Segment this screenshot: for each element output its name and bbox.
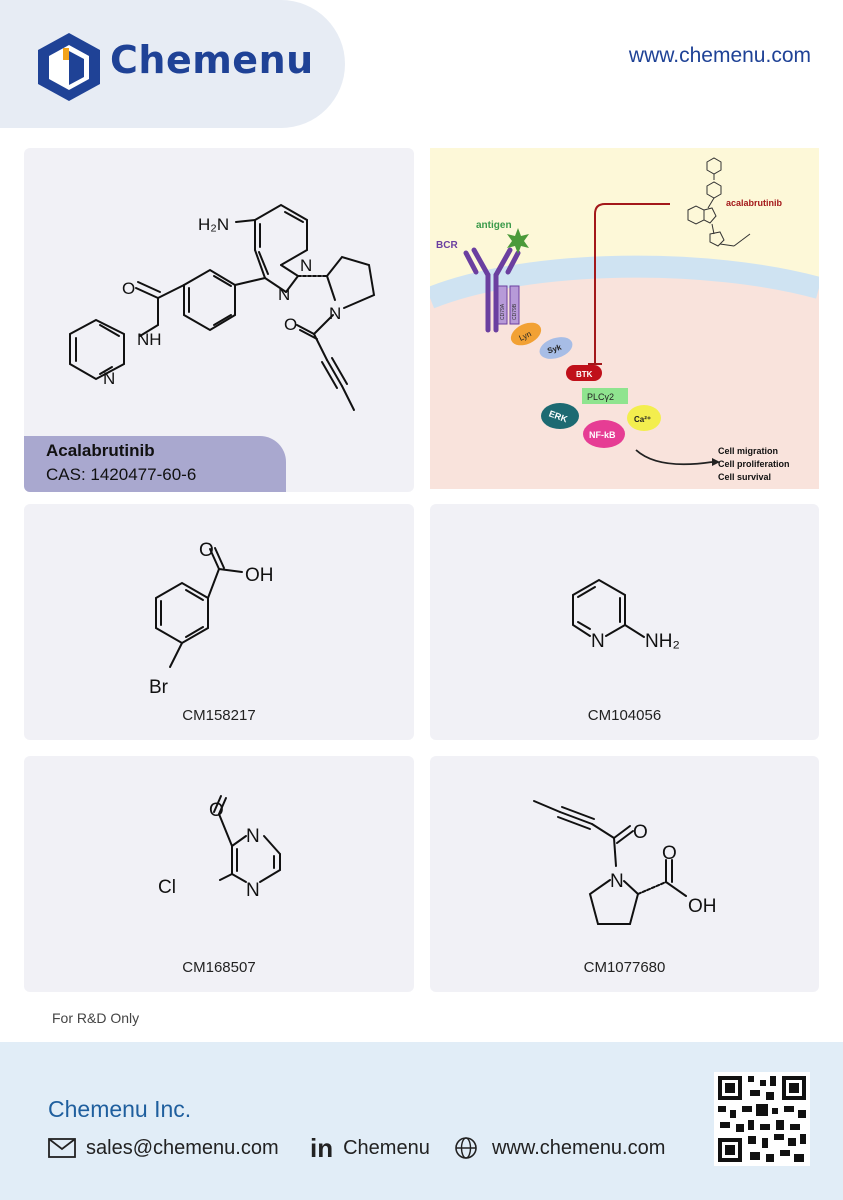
node-ca: Ca²⁺ bbox=[634, 415, 651, 424]
compound-card-cm1077680[interactable]: O N O OH CM1077680 bbox=[430, 756, 819, 992]
amine-label: NH₂ bbox=[645, 631, 680, 652]
compound-code: CM158217 bbox=[182, 707, 256, 724]
oxygen-label: O bbox=[199, 540, 214, 561]
header-website-link[interactable]: www.chemenu.com bbox=[628, 44, 811, 67]
website-contact[interactable]: www.chemenu.com bbox=[454, 1134, 665, 1162]
nitrogen-label: N bbox=[591, 631, 605, 652]
bcr-label: BCR bbox=[436, 240, 458, 251]
compound-name: Acalabrutinib bbox=[46, 441, 155, 460]
cm1077680-structure: O N O OH bbox=[533, 800, 717, 925]
node-nfkb: NF-kB bbox=[589, 430, 616, 440]
email-link[interactable]: sales@chemenu.com bbox=[86, 1136, 279, 1159]
mail-icon bbox=[48, 1138, 76, 1158]
acid-o-label: O bbox=[662, 843, 677, 864]
chemenu-logo-icon bbox=[38, 33, 100, 101]
ring-n-label: N bbox=[300, 256, 312, 275]
footer bbox=[0, 1042, 843, 1200]
cm168507-structure: O N N Cl bbox=[158, 795, 281, 901]
pyridine-n-label: N bbox=[103, 369, 115, 388]
company-name: Chemenu Inc. bbox=[48, 1096, 192, 1122]
linkedin-contact[interactable]: in Chemenu bbox=[310, 1132, 430, 1163]
antigen-star-icon bbox=[507, 228, 529, 254]
compound-card-cm168507[interactable]: O N N Cl CM168507 bbox=[24, 756, 414, 992]
compound-card-cm104056[interactable]: N NH₂ CM104056 bbox=[430, 504, 819, 740]
compound-card-cm158217[interactable]: O OH Br CM158217 bbox=[24, 504, 414, 740]
cd79b-label: CD79B bbox=[512, 303, 518, 320]
cm104056-structure: N NH₂ bbox=[572, 578, 680, 652]
amine-label: H₂N bbox=[198, 215, 229, 234]
acalabrutinib-structure: H₂N O NH N N N N O bbox=[69, 203, 376, 411]
acyl-o-label: O bbox=[633, 822, 648, 843]
outcome-1: Cell migration bbox=[718, 446, 778, 456]
nitrogen-2-label: N bbox=[246, 880, 260, 901]
btk-pathway-diagram: CD79A CD79B BCR antigen acalabrutinib Ly… bbox=[430, 148, 819, 489]
mini-structure bbox=[687, 157, 751, 247]
nitrogen-label: N bbox=[610, 871, 624, 892]
compound-cas: CAS: 1420477-60-6 bbox=[46, 465, 197, 484]
bromine-label: Br bbox=[149, 677, 169, 698]
linkedin-link[interactable]: Chemenu bbox=[343, 1136, 430, 1159]
antigen-label: antigen bbox=[476, 220, 512, 231]
chlorine-label: Cl bbox=[158, 877, 176, 898]
footer-website-link[interactable]: www.chemenu.com bbox=[492, 1136, 666, 1159]
compound-code: CM1077680 bbox=[583, 959, 666, 976]
cd79a-label: CD79A bbox=[500, 303, 506, 320]
node-btk: BTK bbox=[576, 370, 593, 379]
main-structure-card: H₂N O NH N N N N O bbox=[24, 148, 414, 492]
node-syk: Syk bbox=[546, 342, 563, 355]
outcome-3: Cell survival bbox=[718, 472, 771, 482]
carbonyl-o-label: O bbox=[122, 279, 135, 298]
drug-label: acalabrutinib bbox=[726, 198, 783, 208]
compound-code: CM104056 bbox=[587, 707, 662, 724]
email-contact[interactable]: sales@chemenu.com bbox=[48, 1134, 279, 1162]
aldehyde-o-label: O bbox=[209, 800, 224, 821]
hydroxyl-label: OH bbox=[688, 896, 717, 917]
outcome-2: Cell proliferation bbox=[718, 459, 790, 469]
cm158217-structure: O OH Br bbox=[149, 540, 274, 698]
nitrogen-1-label: N bbox=[246, 826, 260, 847]
globe-icon bbox=[455, 1137, 477, 1159]
node-plcg2: PLCγ2 bbox=[587, 392, 614, 402]
compound-name-tag: Acalabrutinib CAS: 1420477-60-6 bbox=[24, 436, 286, 492]
disclaimer: For R&D Only bbox=[52, 1010, 140, 1026]
acyl-o-label: O bbox=[284, 315, 297, 334]
pyrrolidine-n-label: N bbox=[329, 304, 341, 323]
brand-name: Chemenu bbox=[110, 38, 314, 82]
compound-code: CM168507 bbox=[182, 959, 256, 976]
imidazole-n-label: N bbox=[278, 285, 290, 304]
hydroxyl-label: OH bbox=[245, 565, 274, 586]
linkedin-icon: in bbox=[310, 1132, 334, 1163]
amide-nh-label: NH bbox=[137, 330, 162, 349]
qr-code-icon[interactable] bbox=[714, 1072, 810, 1166]
